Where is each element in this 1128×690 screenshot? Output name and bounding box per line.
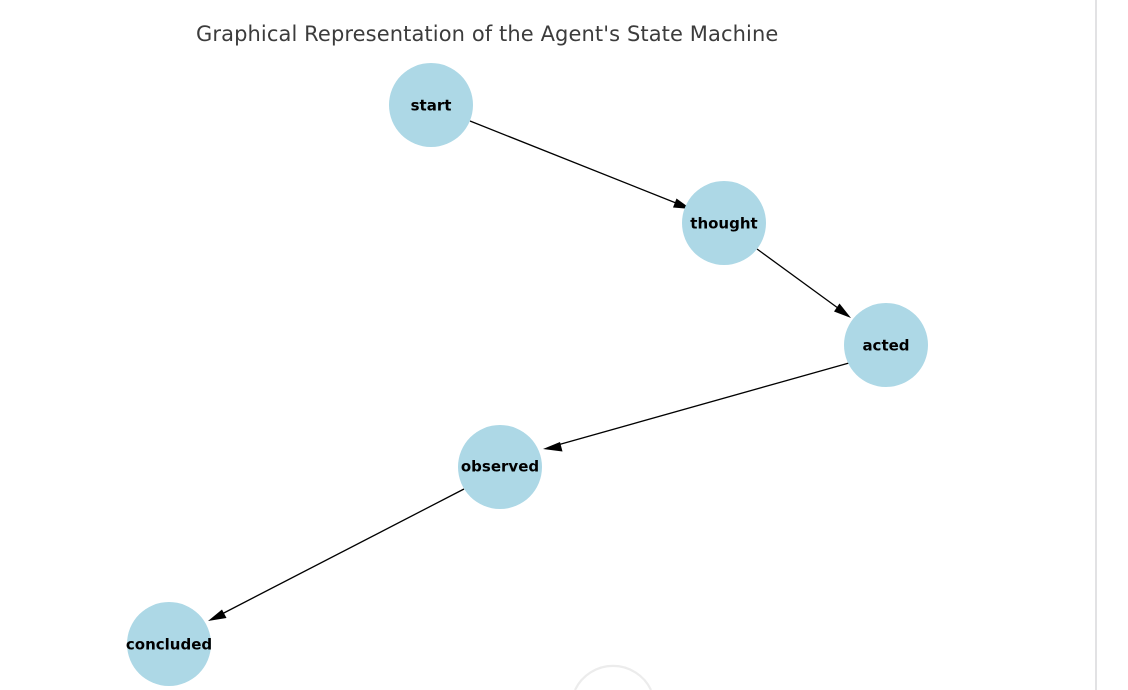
panel-divider <box>1095 0 1097 690</box>
node-circle[interactable] <box>127 602 211 686</box>
node-concluded[interactable]: concluded <box>126 602 212 686</box>
node-label: thought <box>690 215 757 233</box>
node-label: observed <box>461 458 539 476</box>
node-label: start <box>411 97 452 115</box>
node-circle[interactable] <box>844 303 928 387</box>
node-thought[interactable]: thought <box>682 181 766 265</box>
edge-observed-to-concluded[interactable] <box>208 488 465 621</box>
node-label: concluded <box>126 636 212 654</box>
node-label: acted <box>862 337 909 355</box>
clipped-node-arc <box>574 664 652 690</box>
page-title: Graphical Representation of the Agent's … <box>196 22 778 46</box>
node-circle[interactable] <box>682 181 766 265</box>
edge-thought-to-acted[interactable] <box>756 248 851 318</box>
node-circle[interactable] <box>458 425 542 509</box>
node-group: start thought acted observed concluded <box>126 63 928 686</box>
node-start[interactable]: start <box>389 63 473 147</box>
node-circle[interactable] <box>389 63 473 147</box>
arrowhead-icon <box>543 442 563 452</box>
node-observed[interactable]: observed <box>458 425 542 509</box>
arrowhead-icon <box>834 303 851 318</box>
edge-acted-to-observed[interactable] <box>543 362 850 452</box>
node-acted[interactable]: acted <box>844 303 928 387</box>
edge-start-to-thought[interactable] <box>469 120 691 209</box>
arrowhead-icon <box>208 609 227 621</box>
